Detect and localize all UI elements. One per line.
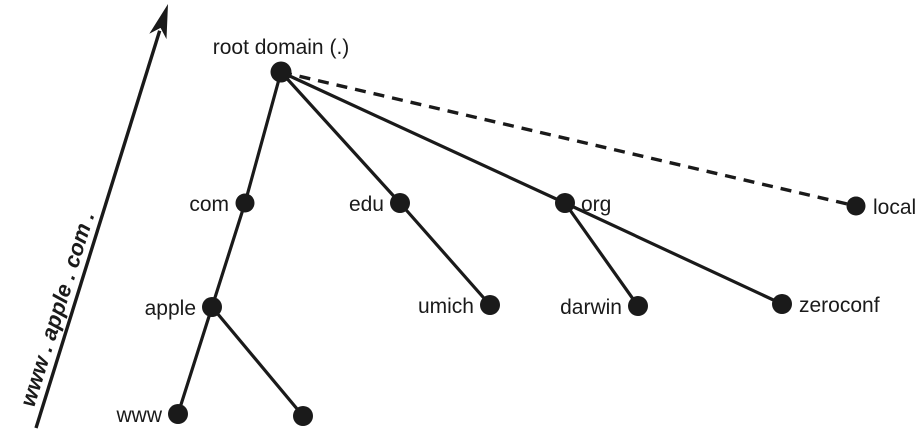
edge-edu-umich (398, 201, 492, 307)
node-label-apple: apple (145, 297, 196, 320)
node-unlabeled[interactable] (293, 406, 313, 426)
node-label-local: local (873, 196, 916, 219)
node-root[interactable] (270, 61, 292, 83)
node-label-umich: umich (418, 295, 474, 318)
edge-apple-www (176, 305, 214, 416)
node-umich[interactable] (480, 295, 500, 315)
node-label-www: www (116, 404, 163, 427)
node-label-edu: edu (349, 193, 384, 216)
node-zeroconf[interactable] (772, 294, 792, 314)
node-label-com: com (189, 193, 229, 216)
fqdn-axis-layer: www . apple . com . (15, 4, 168, 429)
edge-org-zeroconf (563, 201, 784, 306)
node-org[interactable] (555, 193, 575, 213)
labels-layer: root domain (.) com edu org local apple umich d… (116, 36, 917, 427)
node-com[interactable] (235, 193, 255, 213)
edge-com-apple (210, 201, 247, 309)
node-local[interactable] (846, 196, 866, 216)
fqdn-axis-label: www . apple . com . (15, 208, 100, 409)
node-darwin[interactable] (628, 296, 648, 316)
fqdn-axis-shaft (34, 30, 162, 429)
edge-root-org (279, 70, 567, 205)
node-label-root: root domain (.) (213, 36, 350, 59)
nodes-layer (168, 61, 866, 426)
edge-org-darwin (563, 201, 640, 308)
node-label-zeroconf: zeroconf (799, 294, 880, 317)
edge-root-edu (279, 70, 402, 205)
node-label-org: org (581, 193, 611, 216)
edge-root-com (243, 70, 283, 205)
edge-root-local (280, 70, 857, 208)
edge-apple-unlabeled (210, 305, 305, 418)
node-edu[interactable] (390, 193, 410, 213)
node-apple[interactable] (202, 297, 222, 317)
edges-layer (176, 70, 857, 418)
node-label-darwin: darwin (560, 296, 622, 319)
fqdn-direction-arrowhead (149, 4, 168, 40)
node-www[interactable] (168, 404, 188, 424)
